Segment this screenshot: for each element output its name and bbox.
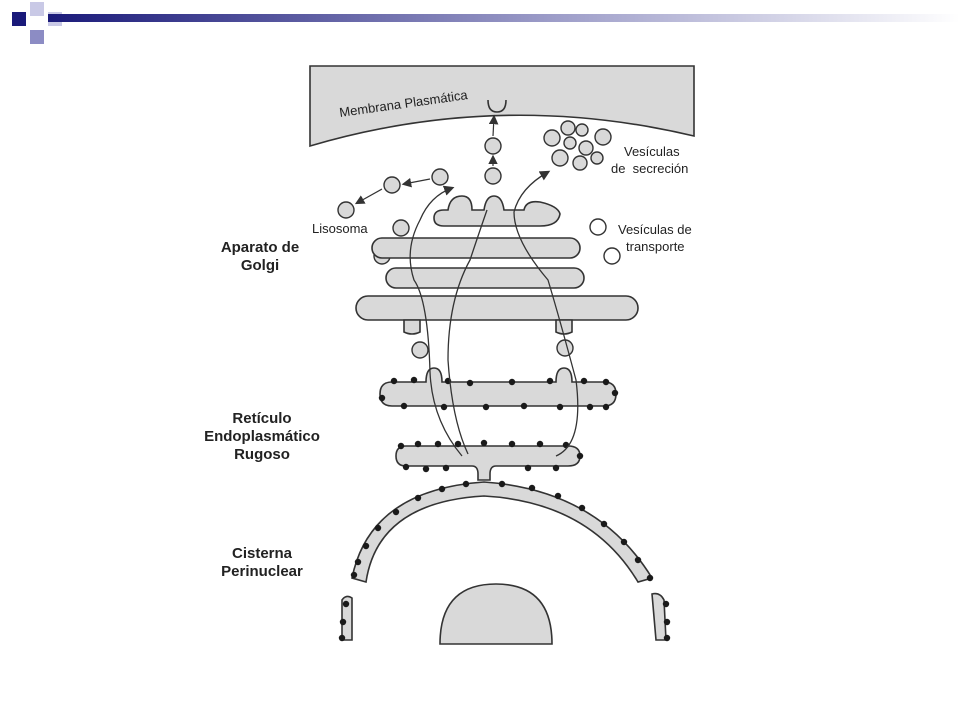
lysosome-label: Lisosoma [312, 221, 368, 236]
header-square-mid [30, 30, 44, 44]
golgi-cis-top [433, 195, 561, 227]
secretion-vesicles [543, 120, 612, 171]
cisterna-label-line-1: Cisterna [231, 545, 293, 562]
rer-label-line-2: Endoplasmático [204, 428, 320, 445]
golgi-label: Aparato de Golgi [208, 239, 312, 275]
er-to-golgi-vesicles [411, 339, 574, 359]
rer-upper-cistern [378, 367, 619, 411]
rer-lower-cistern [395, 439, 584, 481]
slide-header-decoration [12, 2, 960, 44]
rer-label-line-1: Retículo [232, 410, 292, 427]
cisterna-label-line-2: Perinuclear [221, 563, 303, 580]
fusing-vesicle [487, 99, 507, 113]
golgi-label-line-2: Golgi [240, 257, 280, 274]
nucleus [439, 583, 553, 645]
transport-pathways [409, 170, 579, 457]
header-gradient-bar [48, 14, 960, 22]
header-square-dark [12, 12, 26, 26]
golgi-label-line-1: Aparato de [220, 239, 300, 256]
transport-vesicles-label-2: transporte [626, 239, 685, 254]
secretory-track [484, 114, 502, 185]
perinuclear-cistern [338, 480, 671, 642]
secretion-vesicles-label-1: Vesículas [624, 144, 680, 159]
rer-label-line-3: Rugoso [234, 446, 290, 463]
secretion-vesicles-label-2: de secreción [611, 161, 688, 176]
header-square-light [30, 2, 44, 16]
lysosome-track [337, 168, 449, 219]
rer-label: Retículo Endoplasmático Rugoso [194, 410, 330, 464]
cisterna-label: Cisterna Perinuclear [210, 545, 314, 581]
transport-vesicles-label-1: Vesículas de [618, 222, 692, 237]
golgi-apparatus [355, 195, 639, 335]
